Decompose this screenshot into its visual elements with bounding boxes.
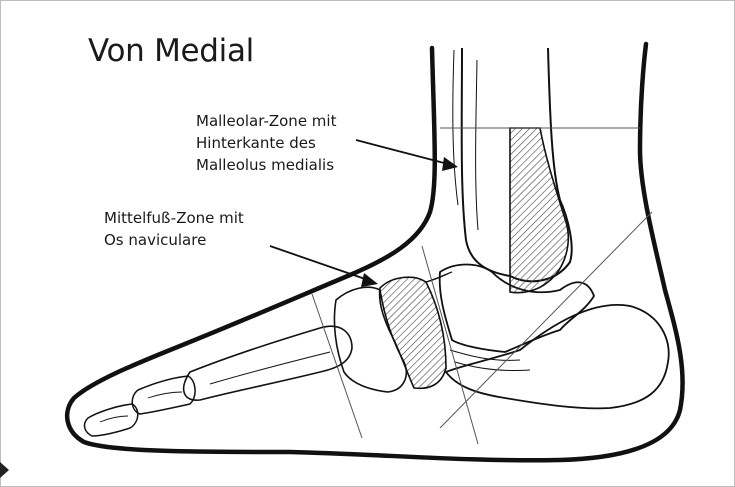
malleolar-zone-label: Malleolar-Zone mit Hinterkante des Malle… <box>196 110 336 176</box>
mittelfuss-zone-label: Mittelfuß-Zone mit Os naviculare <box>104 207 244 251</box>
arrow-malleolar <box>356 140 458 171</box>
tibia-inner-line <box>476 60 478 230</box>
label-line: Mittelfuß-Zone mit <box>104 207 244 229</box>
label-line: Malleolus medialis <box>196 154 336 176</box>
page-corner-arrow-icon <box>0 462 9 478</box>
distal-phalanx <box>85 404 138 436</box>
midfoot-zone-line-front <box>312 294 362 438</box>
label-line: Malleolar-Zone mit <box>196 110 336 132</box>
label-line: Hinterkante des <box>196 132 336 154</box>
calcaneus-bone <box>446 305 669 409</box>
arrow-mittelfuss <box>270 246 378 287</box>
label-line: Os naviculare <box>104 229 244 251</box>
figure-title: Von Medial <box>88 36 254 67</box>
foot-outline <box>67 44 682 460</box>
malleolar-hatch-zone <box>510 128 568 293</box>
second-metatarsal <box>210 352 330 384</box>
sesamoid-detail <box>100 392 182 422</box>
